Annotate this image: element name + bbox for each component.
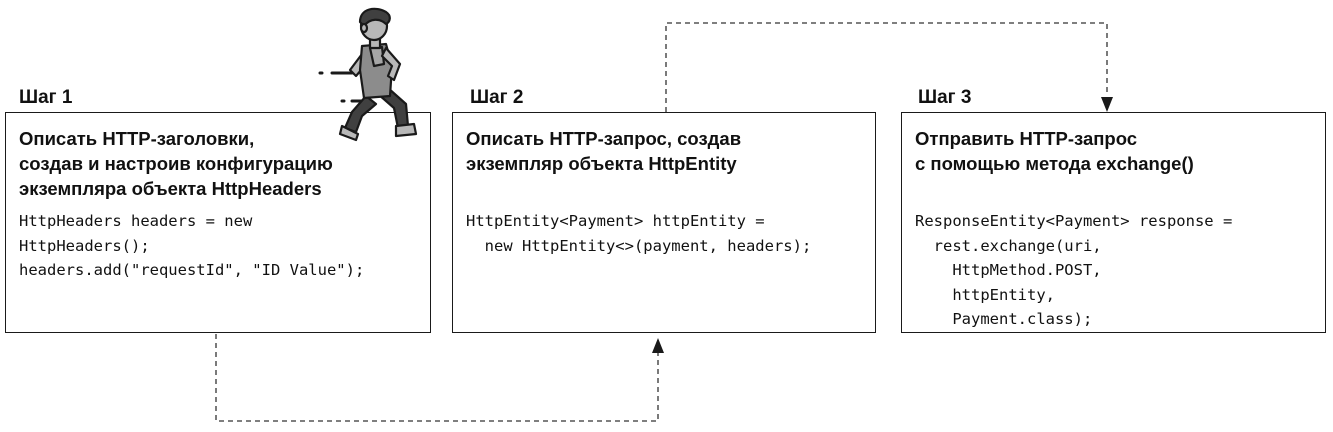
- step-1-code: HttpHeaders headers = new HttpHeaders();…: [19, 212, 365, 279]
- connector-step1-to-step2: [215, 334, 659, 422]
- running-person-icon: [318, 7, 418, 142]
- step-3-label: Шаг 3: [918, 87, 972, 108]
- arrowhead-up-icon: [652, 338, 664, 353]
- connector-step2-to-step3: [665, 22, 1108, 112]
- step-1-title: Описать HTTP-заголовки, создав и настрои…: [19, 128, 333, 199]
- step-3-code: ResponseEntity<Payment> response = rest.…: [915, 212, 1233, 328]
- step-3-box: Отправить HTTP-запрос с помощью метода e…: [901, 112, 1326, 333]
- step-2-label: Шаг 2: [470, 87, 524, 108]
- step-1-label: Шаг 1: [19, 87, 73, 108]
- step-1-box: Описать HTTP-заголовки, создав и настрои…: [5, 112, 431, 333]
- step-2-code: HttpEntity<Payment> httpEntity = new Htt…: [466, 212, 812, 255]
- step-2-box: Описать HTTP-запрос, создав экземпляр об…: [452, 112, 876, 333]
- step-3-title: Отправить HTTP-запрос с помощью метода e…: [915, 128, 1194, 174]
- arrowhead-down-icon: [1101, 97, 1113, 112]
- step-2-title: Описать HTTP-запрос, создав экземпляр об…: [466, 128, 742, 174]
